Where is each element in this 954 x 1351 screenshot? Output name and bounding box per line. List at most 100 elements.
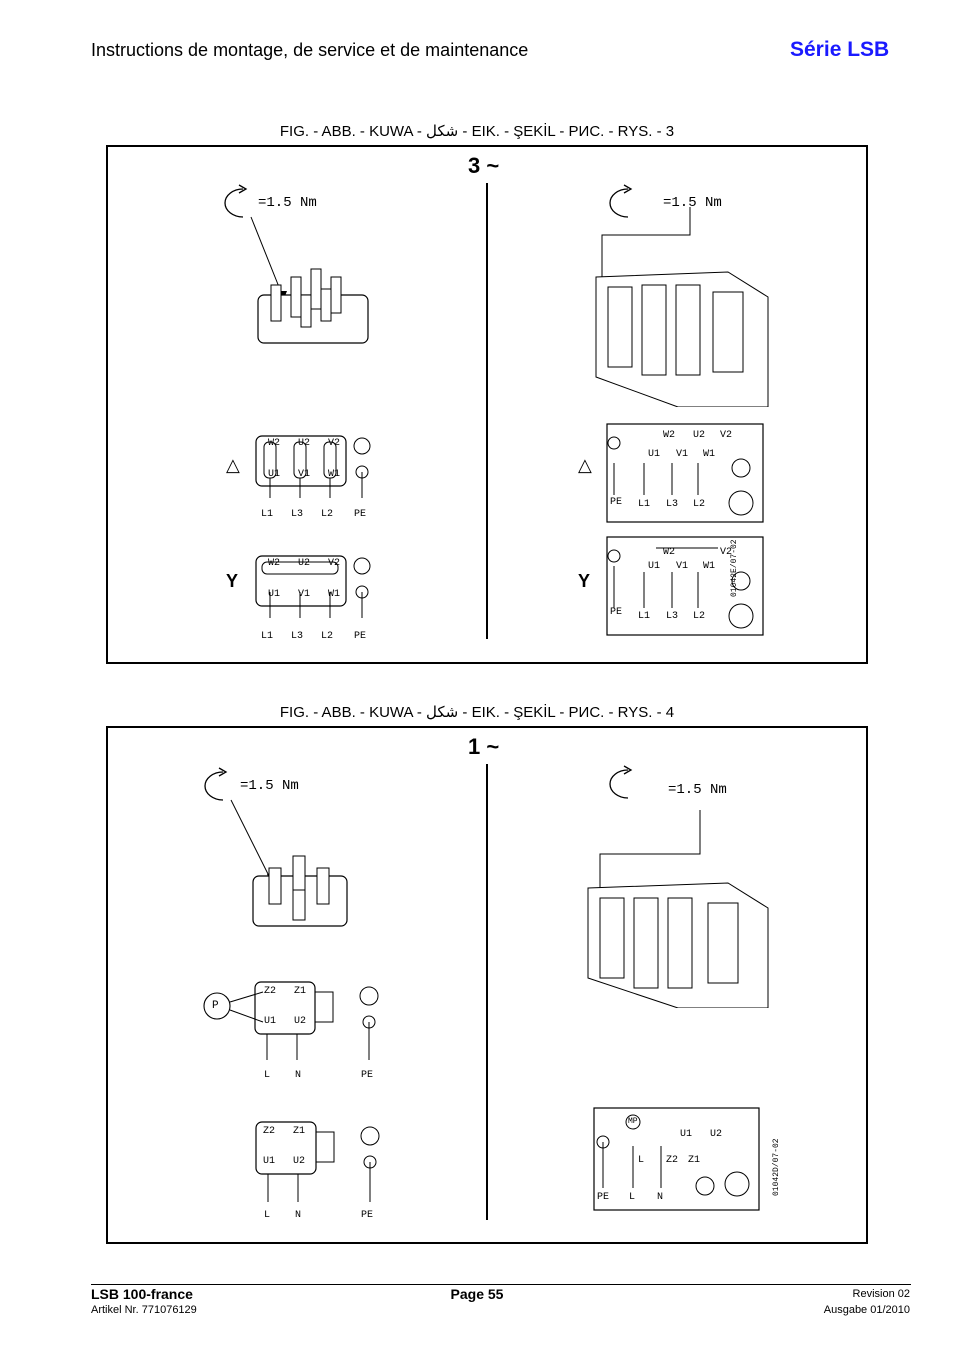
right-terminal-z1: Z1 bbox=[688, 1155, 701, 1166]
right-delta-terminal-v2: V2 bbox=[720, 430, 733, 441]
star-terminal-v2: V2 bbox=[328, 558, 341, 569]
star-label-pe: PE bbox=[354, 631, 367, 642]
right-label-n: N bbox=[657, 1192, 664, 1203]
terminal-u2: U2 bbox=[294, 1016, 307, 1027]
right-star-terminal-v2: V2 bbox=[720, 547, 733, 558]
figure-4-phase: 1 ~ bbox=[468, 734, 500, 759]
figure-4-caption: FIG. - ABB. - KUWA - شكل - EIK. - ŞEKİL … bbox=[279, 704, 675, 721]
right-terminal-u2: U2 bbox=[710, 1129, 723, 1140]
delta-wiring-right-diagram bbox=[606, 423, 764, 523]
right-star-terminal-v1: V1 bbox=[676, 561, 689, 572]
torque-value-right: =1.5 Nm bbox=[663, 195, 722, 211]
right-terminal-u1: U1 bbox=[680, 1129, 693, 1140]
footer-revision: Revision 02 bbox=[852, 1288, 910, 1300]
delta-terminal-u1: U1 bbox=[268, 469, 281, 480]
right-star-label-l2: L2 bbox=[693, 611, 706, 622]
right-delta-label-l1: L1 bbox=[638, 499, 651, 510]
delta-wiring-left-diagram bbox=[255, 435, 371, 498]
right-star-label-l1: L1 bbox=[638, 611, 651, 622]
label-pe: PE bbox=[361, 1070, 374, 1081]
delta-label-pe: PE bbox=[354, 509, 367, 520]
star-symbol-left: Y bbox=[226, 571, 239, 591]
right-delta-terminal-v1: V1 bbox=[676, 449, 689, 460]
single-phase-right-wiring-diagram bbox=[593, 1107, 760, 1211]
terminal-u1-lower: U1 bbox=[263, 1156, 276, 1167]
terminal-u1: U1 bbox=[264, 1016, 277, 1027]
right-star-terminal-u1: U1 bbox=[648, 561, 661, 572]
label-n-lower: N bbox=[295, 1210, 302, 1221]
delta-terminal-w2: W2 bbox=[268, 438, 281, 449]
right-terminal-l: L bbox=[638, 1155, 645, 1166]
right-terminal-z2: Z2 bbox=[666, 1155, 679, 1166]
terminal-u2-lower: U2 bbox=[293, 1156, 306, 1167]
single-phase-wiring-diagram bbox=[255, 1121, 380, 1202]
right-delta-label-l3: L3 bbox=[666, 499, 679, 510]
star-terminal-u2: U2 bbox=[298, 558, 311, 569]
terminal-z1: Z1 bbox=[294, 986, 307, 997]
footer-page-number: Page 55 bbox=[450, 1286, 504, 1302]
right-star-label-l3: L3 bbox=[666, 611, 679, 622]
figure-4-divider bbox=[486, 764, 488, 1220]
terminal-block-icon bbox=[595, 184, 769, 407]
delta-terminal-w1: W1 bbox=[328, 469, 341, 480]
star-terminal-w2: W2 bbox=[268, 558, 281, 569]
footer-article: Artikel Nr. 771076129 bbox=[91, 1304, 197, 1316]
star-wiring-left-diagram bbox=[255, 555, 371, 618]
figure-3-caption: FIG. - ABB. - KUWA - شكل - EIK. - ŞEKİL … bbox=[279, 123, 675, 140]
right-delta-terminal-w2: W2 bbox=[663, 430, 676, 441]
star-label-l3: L3 bbox=[291, 631, 304, 642]
figure-3-divider bbox=[486, 183, 488, 639]
footer-edition: Ausgabe 01/2010 bbox=[823, 1304, 910, 1316]
right-delta-label-l2: L2 bbox=[693, 499, 706, 510]
star-symbol-right: Y bbox=[578, 571, 591, 591]
figure-3-frame: 3 ~ =1.5 Nm =1.5 Nm △ bbox=[106, 145, 868, 664]
figure-3-phase: 3 ~ bbox=[468, 153, 500, 178]
series-title: Série LSB bbox=[790, 38, 890, 61]
figure-4-reference-code: 01042D/07-02 bbox=[772, 1138, 781, 1196]
right-delta-label-pe: PE bbox=[610, 497, 623, 508]
star-label-l1: L1 bbox=[261, 631, 274, 642]
delta-symbol-left: △ bbox=[226, 455, 240, 475]
right-delta-terminal-u2: U2 bbox=[693, 430, 706, 441]
delta-terminal-u2: U2 bbox=[298, 438, 311, 449]
torque-value-left: =1.5 Nm bbox=[258, 195, 317, 211]
star-terminal-v1: V1 bbox=[298, 589, 311, 600]
star-wiring-right-diagram bbox=[606, 536, 764, 636]
terminal-z1-lower: Z1 bbox=[293, 1126, 306, 1137]
torque-value-left: =1.5 Nm bbox=[240, 778, 299, 794]
right-delta-terminal-w1: W1 bbox=[703, 449, 716, 460]
single-phase-p-wiring-diagram bbox=[203, 981, 379, 1060]
footer-rule bbox=[91, 1284, 911, 1285]
terminal-block-icon bbox=[587, 765, 769, 1008]
right-star-terminal-w1: W1 bbox=[703, 561, 716, 572]
right-star-label-pe: PE bbox=[610, 607, 623, 618]
torque-wrench-icon bbox=[204, 767, 348, 927]
label-n: N bbox=[295, 1070, 302, 1081]
delta-label-l2: L2 bbox=[321, 509, 334, 520]
star-terminal-w1: W1 bbox=[328, 589, 341, 600]
figure-3-reference-code: 01042E/07-02 bbox=[730, 539, 739, 597]
document-title: Instructions de montage, de service et d… bbox=[91, 40, 529, 60]
label-l: L bbox=[264, 1070, 271, 1081]
delta-terminal-v2: V2 bbox=[328, 438, 341, 449]
torque-wrench-icon bbox=[224, 184, 369, 344]
star-label-l2: L2 bbox=[321, 631, 334, 642]
delta-label-l3: L3 bbox=[291, 509, 304, 520]
p-label: P bbox=[212, 1000, 219, 1012]
delta-label-l1: L1 bbox=[261, 509, 274, 520]
right-label-l: L bbox=[629, 1192, 636, 1203]
delta-symbol-right: △ bbox=[578, 455, 592, 475]
terminal-z2-lower: Z2 bbox=[263, 1126, 276, 1137]
label-pe-lower: PE bbox=[361, 1210, 374, 1221]
star-terminal-u1: U1 bbox=[268, 589, 281, 600]
torque-value-right: =1.5 Nm bbox=[668, 782, 727, 798]
delta-terminal-v1: V1 bbox=[298, 469, 311, 480]
mp-label: MP bbox=[628, 1117, 638, 1126]
figure-4-frame: 1 ~ =1.5 Nm =1.5 Nm P Z2 Z1 U1 bbox=[106, 726, 868, 1244]
right-delta-terminal-u1: U1 bbox=[648, 449, 661, 460]
right-label-pe: PE bbox=[597, 1192, 610, 1203]
terminal-z2: Z2 bbox=[264, 986, 277, 997]
right-star-terminal-w2: W2 bbox=[663, 547, 676, 558]
footer-document: LSB 100-france bbox=[91, 1286, 193, 1302]
label-l-lower: L bbox=[264, 1210, 271, 1221]
